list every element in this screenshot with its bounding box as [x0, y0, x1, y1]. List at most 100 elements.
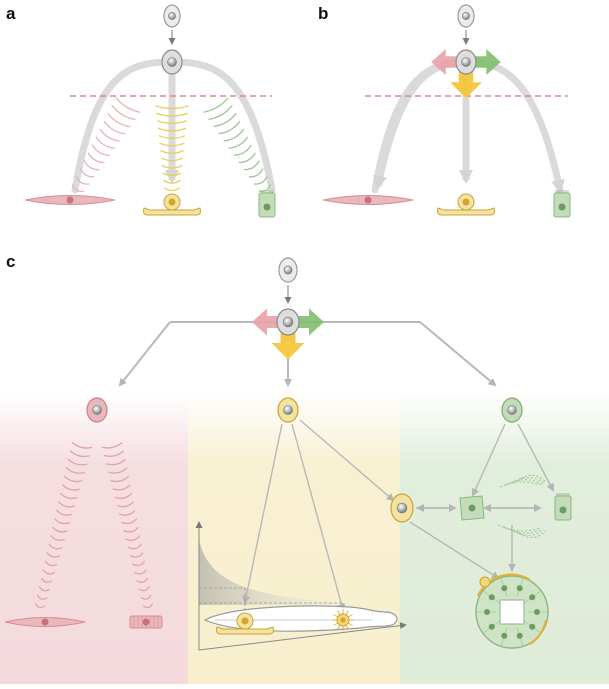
green-to-epi: [517, 423, 554, 492]
branch-right-diag: [419, 321, 497, 387]
epithelial-cell-icon: [554, 493, 572, 521]
trail-chevron: [54, 518, 70, 525]
trail-chevron: [228, 136, 248, 149]
trail-chevron: [253, 176, 268, 185]
trail-chevron: [160, 150, 184, 154]
trail-chevron: [40, 577, 53, 583]
wave-arc: [511, 476, 545, 484]
trail-chevron: [71, 441, 93, 449]
trail-chevron: [91, 144, 110, 156]
trail-chevron: [99, 128, 121, 142]
trail-chevron: [121, 518, 137, 525]
neural-crest-cell-icon: [390, 493, 414, 523]
left-bias-arrow: [252, 308, 282, 336]
neuron-axon: [216, 626, 274, 635]
cell-nucleus: [462, 12, 470, 20]
trail-chevron: [103, 120, 126, 135]
trail-chevron: [110, 476, 129, 483]
trail-chevron: [156, 112, 188, 117]
trail-chevron: [44, 560, 58, 567]
cell-nucleus: [529, 594, 536, 601]
stem-cell-icon: [457, 4, 475, 28]
red-trail-left: [34, 441, 93, 609]
panel-label-a: a: [6, 4, 16, 23]
cell-nucleus: [484, 609, 490, 615]
trail-chevron: [164, 187, 180, 192]
trail-chevron: [119, 510, 136, 516]
neuron-axon: [437, 207, 495, 216]
down-bias-arrow: [271, 328, 305, 360]
green-trail-a: [203, 97, 272, 192]
cell-nucleus: [142, 618, 150, 626]
red-progenitor-icon: [86, 397, 108, 423]
cell-nucleus: [282, 316, 294, 328]
green-progenitor-icon: [501, 397, 523, 423]
yellow-to-neuron-a: [242, 423, 283, 604]
trail-chevron: [75, 176, 90, 185]
left-bias-arrow: [431, 48, 461, 76]
trail-chevron: [48, 543, 63, 550]
trail-chevron: [114, 493, 133, 499]
trail-chevron: [233, 144, 252, 156]
cell-nucleus: [507, 405, 517, 415]
cell-nucleus: [364, 196, 372, 204]
trail-chevron: [101, 442, 123, 449]
cell-nucleus: [283, 405, 293, 415]
trail-chevron: [140, 594, 152, 600]
cell-nucleus: [283, 265, 293, 275]
trail-chevron: [134, 569, 147, 575]
trail-chevron: [38, 586, 50, 592]
organoid-lumen: [499, 599, 525, 625]
organoid-icon: [475, 573, 549, 649]
neural-crest-wrap-right: [529, 619, 548, 645]
cell-nucleus: [168, 198, 176, 206]
cell-nucleus: [558, 203, 566, 211]
trail-chevron: [69, 450, 90, 458]
signaling-waves-icon: [497, 474, 547, 539]
trail-chevron: [243, 160, 260, 171]
trail-chevron: [107, 112, 131, 128]
trail-chevron: [71, 184, 85, 193]
cell-nucleus: [529, 623, 536, 630]
progenitor-cell-icon: [161, 49, 183, 75]
trail-chevron: [62, 484, 80, 491]
trail-chevron: [238, 152, 256, 164]
cell-nucleus: [396, 502, 408, 514]
trail-chevron: [52, 526, 68, 533]
trail-chevron: [111, 105, 136, 121]
cell-nucleus: [559, 506, 567, 514]
trail-chevron: [218, 120, 241, 135]
cell-nucleus: [340, 617, 346, 623]
trail-chevron: [112, 484, 131, 491]
cell-nucleus: [168, 12, 176, 20]
trail-chevron: [223, 128, 245, 142]
green-to-poly: [471, 423, 506, 497]
cell-nucleus: [66, 196, 74, 204]
embryo-gradient-plot-icon: [199, 540, 398, 632]
right-bias-arrow: [471, 48, 501, 76]
trail-chevron: [161, 164, 183, 169]
wave-arc: [515, 530, 547, 539]
fate-bias-arrows-icon: [431, 48, 501, 99]
trail-chevron: [108, 467, 128, 474]
trail-chevron: [138, 586, 150, 592]
trail-chevron: [67, 458, 88, 466]
neuron-axon: [143, 207, 201, 216]
red-lineage-zone: [0, 392, 188, 684]
yellow-to-crest: [299, 419, 395, 502]
neuron-icon: [216, 612, 274, 635]
cell-nucleus: [516, 632, 523, 639]
trail-chevron: [163, 179, 181, 184]
cell-nucleus: [534, 609, 540, 615]
mesenchymal-cell-icon: [459, 495, 485, 521]
branch-left-diag: [118, 321, 171, 387]
trail-chevron: [87, 152, 105, 164]
crest-to-organoid: [409, 521, 500, 580]
trail-chevron: [56, 509, 73, 516]
stem-cell-icon: [163, 4, 181, 28]
cell-nucleus: [516, 585, 523, 592]
trail-chevron: [65, 467, 85, 474]
down-bias-arrow: [450, 67, 482, 99]
